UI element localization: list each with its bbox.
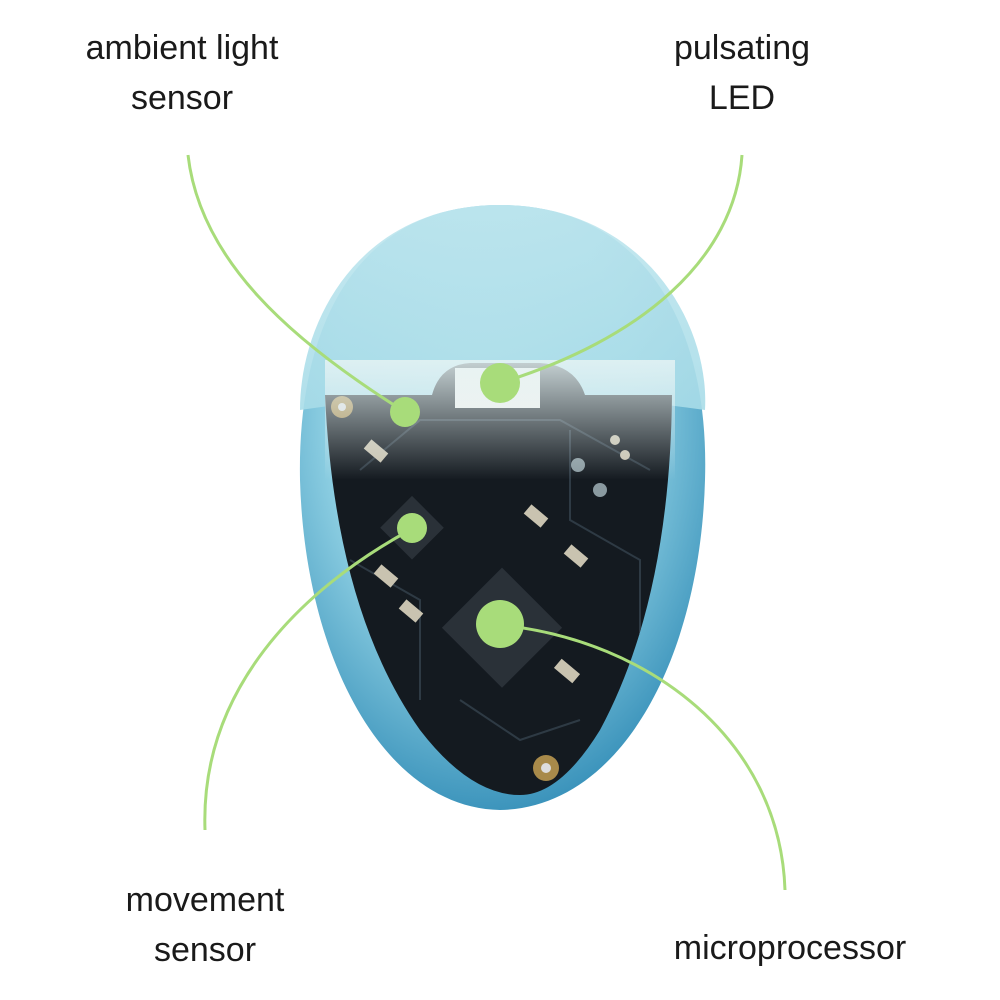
label-line: sensor: [130, 79, 234, 117]
callout-line-movement: [203, 528, 411, 831]
label-line: sensor: [153, 931, 257, 969]
movement-sensor-dot: [397, 513, 427, 543]
callout-line-ambient: [186, 154, 406, 414]
label-pulsating-led: pulsating LED: [674, 23, 810, 123]
label-line: movement: [125, 881, 285, 919]
label-line: microprocessor: [673, 929, 907, 967]
pulsating-led-dot: [480, 363, 520, 403]
callout-line-micro: [499, 623, 787, 891]
label-ambient-light-sensor: ambient light sensor: [86, 23, 279, 123]
label-line: pulsating: [673, 29, 811, 67]
callout-line-led: [499, 154, 744, 385]
circuit-board: [325, 360, 675, 795]
label-line: LED: [708, 79, 776, 117]
callout-dots: [390, 363, 524, 648]
microprocessor-dot: [476, 600, 524, 648]
label-line: ambient light: [85, 29, 279, 67]
ambient-light-sensor-dot: [390, 397, 420, 427]
callout-lines: [186, 154, 787, 891]
label-microprocessor: microprocessor: [674, 923, 906, 973]
label-movement-sensor: movement sensor: [126, 875, 285, 975]
